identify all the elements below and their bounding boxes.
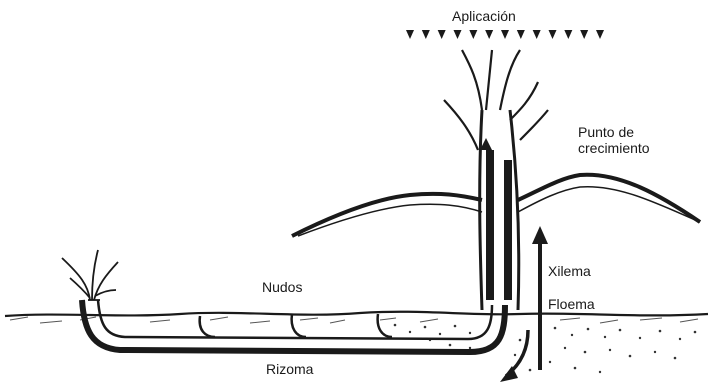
application-mark [517, 30, 525, 39]
rhizome-nodes [200, 314, 392, 337]
application-mark [596, 30, 604, 39]
application-mark [549, 30, 557, 39]
application-mark [454, 30, 462, 39]
application-mark [406, 30, 414, 39]
main-plant [292, 50, 700, 310]
label-punto-de-crecimiento: Punto de crecimiento [578, 124, 650, 156]
label-punto-line2: crecimiento [578, 140, 650, 156]
application-mark [438, 30, 446, 39]
label-rizoma: Rizoma [266, 361, 313, 377]
xylem-arrow [532, 226, 548, 370]
application-mark [485, 30, 493, 39]
phloem-arrow [500, 330, 528, 382]
application-mark [564, 30, 572, 39]
application-marks [406, 30, 604, 39]
soil-texture [10, 317, 698, 323]
label-xilema: Xilema [548, 263, 591, 279]
soil-dots [394, 324, 697, 373]
label-nudos: Nudos [262, 279, 302, 295]
soil-surface [5, 312, 708, 316]
application-mark [422, 30, 430, 39]
application-mark [469, 30, 477, 39]
application-mark [501, 30, 509, 39]
small-plant [62, 250, 118, 300]
label-floema: Floema [548, 296, 595, 312]
application-mark [580, 30, 588, 39]
label-aplicacion: Aplicación [452, 8, 516, 24]
label-punto-line1: Punto de [578, 124, 650, 140]
application-mark [533, 30, 541, 39]
